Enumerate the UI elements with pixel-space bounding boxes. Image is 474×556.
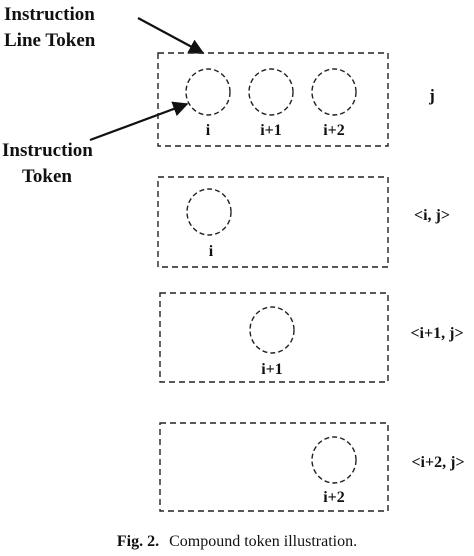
token-circle bbox=[249, 306, 295, 354]
row-label: <i, j> bbox=[414, 207, 450, 224]
compound-token-box bbox=[159, 422, 389, 512]
caption-text: Compound token illustration. bbox=[169, 533, 357, 550]
callout-instruction-token-arrow bbox=[89, 101, 189, 142]
row-label: <i+2, j> bbox=[411, 454, 464, 471]
line-token-row: i i+1 i+2 j bbox=[157, 52, 435, 147]
compound-token-box bbox=[157, 176, 389, 268]
token-circle bbox=[311, 436, 357, 484]
token-label: i+2 bbox=[323, 122, 345, 139]
token-label: i+1 bbox=[260, 122, 282, 139]
callout-instruction-token-line1: Instruction bbox=[2, 140, 93, 161]
compound-token-row: i <i, j> bbox=[157, 176, 450, 268]
token-label: i+2 bbox=[323, 489, 345, 506]
compound-token-row: i+1 <i+1, j> bbox=[159, 292, 464, 383]
token-circle bbox=[186, 188, 232, 236]
compound-token-box bbox=[159, 292, 389, 383]
figure-caption: Fig. 2. Compound token illustration. bbox=[117, 533, 357, 550]
token-circle bbox=[248, 68, 294, 116]
callout-line-token-line2: Line Token bbox=[4, 30, 96, 51]
token-label: i bbox=[206, 122, 211, 139]
token-circle bbox=[311, 68, 357, 116]
callout-line-token-arrow bbox=[137, 17, 205, 54]
row-label: j bbox=[428, 86, 435, 105]
token-circle bbox=[185, 68, 231, 116]
token-label: i+1 bbox=[261, 361, 283, 378]
compound-token-row: i+2 <i+2, j> bbox=[159, 422, 465, 512]
line-token-box bbox=[157, 52, 389, 147]
caption-prefix: Fig. 2. bbox=[117, 533, 159, 550]
callout-instruction-token-line2: Token bbox=[22, 166, 72, 187]
callout-line-token-line1: Instruction bbox=[4, 4, 95, 25]
row-label: <i+1, j> bbox=[410, 325, 463, 342]
token-label: i bbox=[209, 243, 214, 260]
